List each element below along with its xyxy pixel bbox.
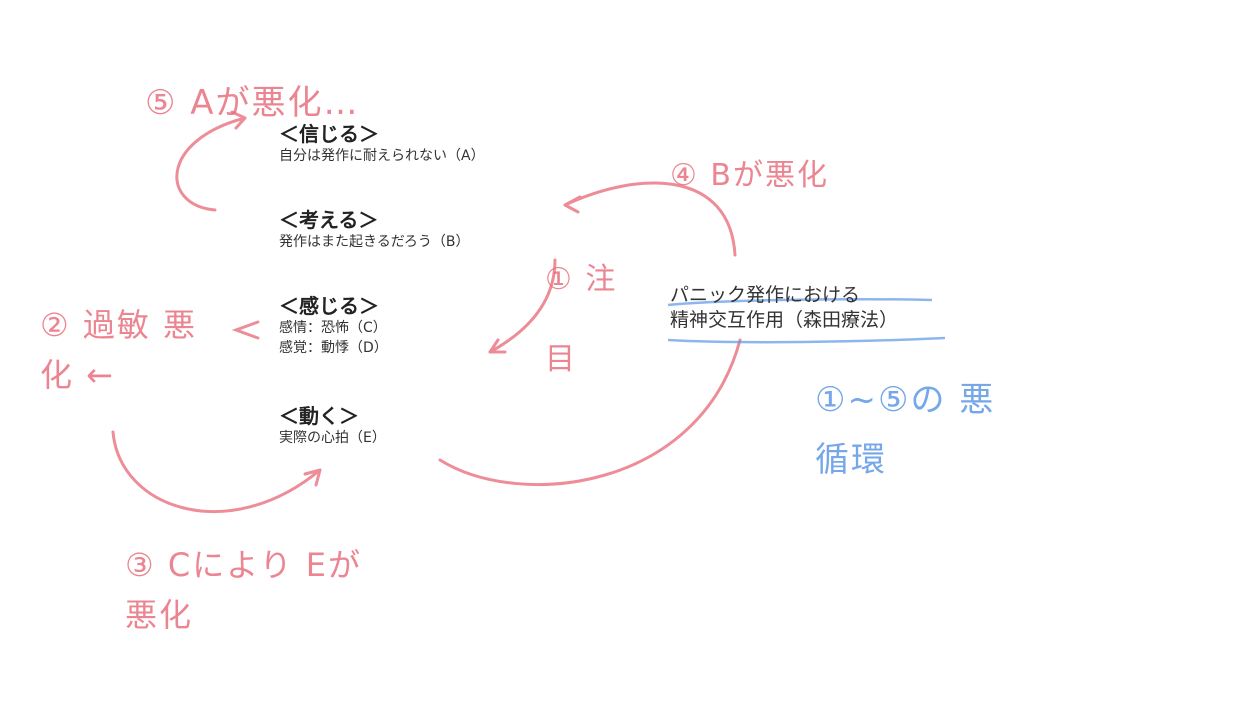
annotation-step4: ④ Bが悪化 — [670, 158, 830, 193]
level-heading: ＜感じる＞ — [279, 294, 379, 318]
arrow-2 — [231, 320, 260, 340]
level-line: 自分は発作に耐えられない（A） — [279, 148, 485, 164]
level-line: 実際の心拍（E） — [279, 430, 386, 446]
level-heading: ＜動く＞ — [279, 404, 359, 428]
title-line-2: 精神交互作用（森田療法） — [670, 309, 899, 331]
level-line: 感覚：動悸（D） — [279, 340, 388, 356]
arrow-5 — [175, 110, 247, 212]
arrow-3 — [111, 430, 322, 514]
diagram-title: パニック発作における 精神交互作用（森田療法） — [670, 283, 898, 333]
level-feel: ＜感じる＞ 感情：恐怖（C） 感覚：動悸（D） — [279, 294, 388, 358]
level-line: 発作はまた起きるだろう（B） — [279, 234, 470, 250]
level-think: ＜考える＞ 発作はまた起きるだろう（B） — [279, 208, 469, 252]
annotation-step1: ① 注目 — [545, 262, 618, 377]
underline-1 — [667, 297, 933, 307]
arrow-1 — [488, 258, 557, 354]
underline-2 — [667, 336, 946, 344]
level-heading: ＜信じる＞ — [279, 122, 379, 146]
title-line-1: パニック発作における — [670, 284, 861, 306]
annotation-step5: ⑤ Aが悪化… — [145, 83, 360, 123]
level-line: 感情：恐怖（C） — [279, 320, 387, 336]
level-act: ＜動く＞ 実際の心拍（E） — [279, 404, 386, 448]
arrow-loop — [438, 338, 742, 486]
level-believe: ＜信じる＞ 自分は発作に耐えられない（A） — [279, 122, 485, 166]
annotation-cycle: ①~⑤の 悪循環 — [815, 380, 996, 480]
annotation-step3: ③ Cにより Eが悪化 — [125, 546, 362, 634]
arrow-4 — [563, 181, 737, 257]
level-heading: ＜考える＞ — [279, 208, 379, 232]
annotation-step2: ② 過敏 悪化 ← — [40, 306, 198, 394]
